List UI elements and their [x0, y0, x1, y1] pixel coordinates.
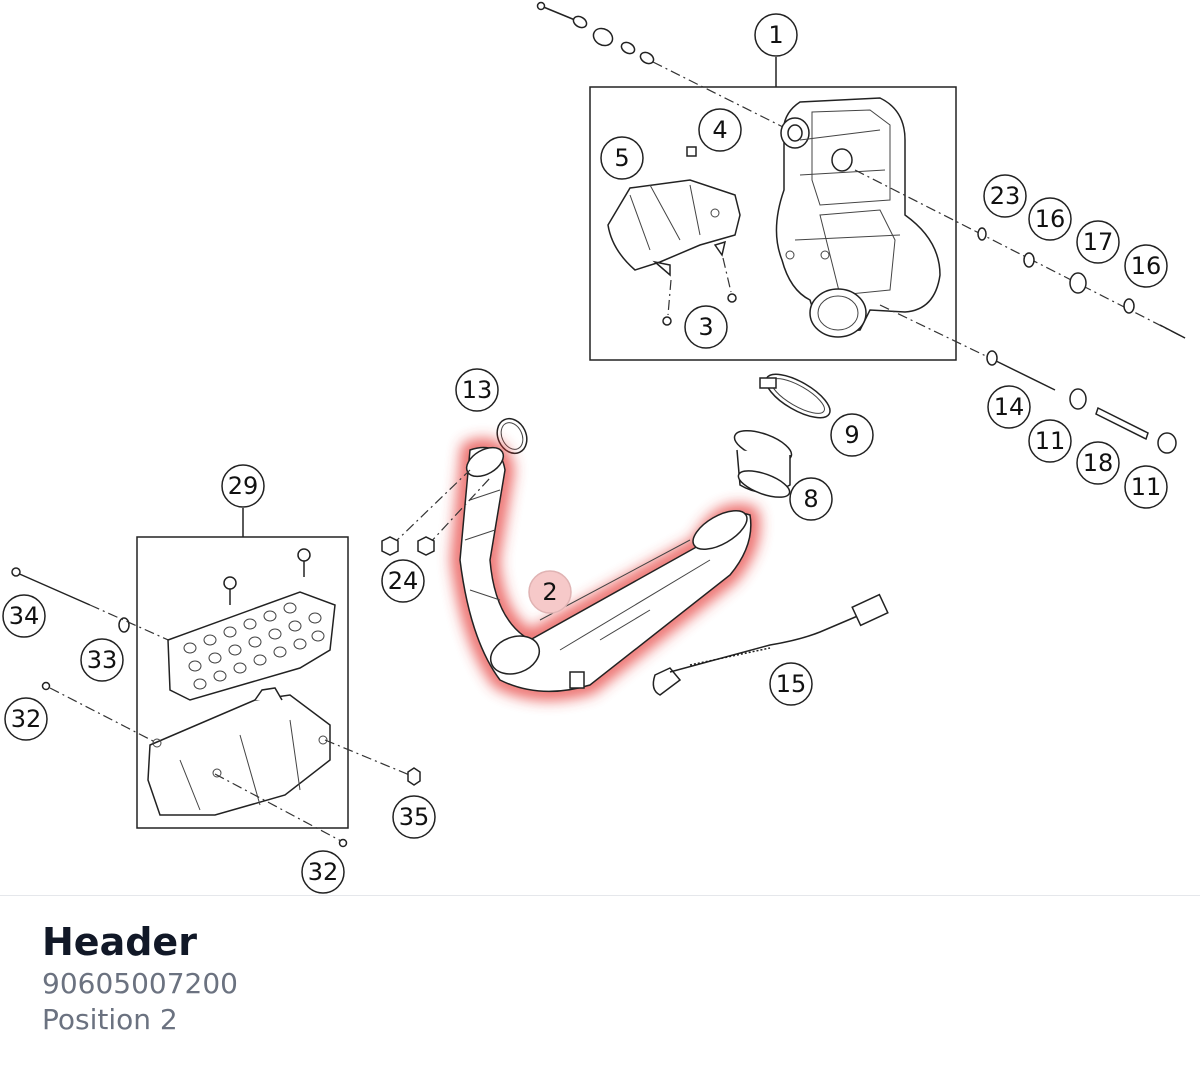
callout-24[interactable]: 24	[381, 559, 425, 603]
exhaust-clamp[interactable]	[759, 366, 836, 426]
callout-32-a[interactable]: 32	[4, 697, 48, 741]
svg-text:11: 11	[1131, 473, 1162, 501]
svg-text:32: 32	[308, 858, 339, 886]
callout-11-b[interactable]: 11	[1124, 465, 1168, 509]
svg-text:8: 8	[803, 485, 818, 513]
callout-13[interactable]: 13	[455, 368, 499, 412]
header-gasket[interactable]	[492, 414, 533, 458]
exhaust-sleeve[interactable]	[731, 424, 796, 502]
callout-3[interactable]: 3	[684, 305, 728, 349]
svg-text:29: 29	[228, 472, 259, 500]
svg-text:33: 33	[87, 646, 118, 674]
callout-4[interactable]: 4	[698, 108, 742, 152]
part-info-panel: Header 90605007200 Position 2	[42, 918, 238, 1038]
svg-text:34: 34	[9, 602, 40, 630]
callout-29[interactable]: 29	[221, 464, 265, 508]
exploded-parts-diagram: 1 2 3 4 5 8 9 11 11 13 14 15 16 16 17 18…	[2, 1, 1186, 894]
svg-text:17: 17	[1083, 228, 1114, 256]
part-number: 90605007200	[42, 967, 238, 1000]
callout-23[interactable]: 23	[983, 174, 1027, 218]
svg-text:35: 35	[399, 803, 430, 831]
muffler-heat-shield[interactable]	[607, 179, 741, 277]
heat-shield-assembly-group	[11, 508, 421, 848]
callout-15[interactable]: 15	[769, 662, 813, 706]
muffler-mount-bolt-set[interactable]	[536, 1, 656, 66]
svg-text:15: 15	[776, 670, 807, 698]
lower-heat-shield[interactable]	[147, 687, 331, 816]
svg-text:32: 32	[11, 705, 42, 733]
heat-shield-screws[interactable]	[662, 257, 737, 326]
part-position: Position 2	[42, 1003, 178, 1036]
svg-text:16: 16	[1131, 252, 1162, 280]
svg-text:4: 4	[712, 116, 727, 144]
svg-text:16: 16	[1035, 205, 1066, 233]
clip-nut[interactable]	[686, 146, 697, 157]
callout-2[interactable]: 2	[528, 570, 572, 614]
callout-16-b[interactable]: 16	[1124, 244, 1168, 288]
header-nuts[interactable]	[381, 469, 491, 556]
long-bolt-and-washer[interactable]	[11, 567, 176, 644]
heat-shield-top-screws[interactable]	[223, 548, 311, 605]
muffler-assembly-group	[536, 1, 1186, 454]
header-pipe-highlight[interactable]	[451, 438, 760, 701]
svg-text:24: 24	[388, 567, 419, 595]
callouts: 1 2 3 4 5 8 9 11 11 13 14 15 16 16 17 18…	[2, 13, 1168, 894]
svg-text:9: 9	[844, 421, 859, 449]
footer-divider	[0, 895, 1200, 896]
callout-34[interactable]: 34	[2, 594, 46, 638]
muffler-body[interactable]	[775, 97, 941, 338]
svg-text:2: 2	[542, 578, 557, 606]
callout-35[interactable]: 35	[392, 795, 436, 839]
callout-32-b[interactable]: 32	[301, 850, 345, 894]
callout-5[interactable]: 5	[600, 136, 644, 180]
callout-18[interactable]: 18	[1076, 441, 1120, 485]
svg-text:5: 5	[614, 144, 629, 172]
callout-14[interactable]: 14	[987, 385, 1031, 429]
callout-1[interactable]: 1	[754, 13, 798, 57]
callout-8[interactable]: 8	[789, 477, 833, 521]
oxygen-sensor[interactable]	[652, 593, 889, 696]
svg-text:11: 11	[1035, 427, 1066, 455]
callout-11-a[interactable]: 11	[1028, 419, 1072, 463]
callout-9[interactable]: 9	[830, 413, 874, 457]
svg-text:3: 3	[698, 313, 713, 341]
svg-text:13: 13	[462, 376, 493, 404]
upper-heat-shield[interactable]	[167, 591, 336, 701]
callout-17[interactable]: 17	[1076, 220, 1120, 264]
svg-text:23: 23	[990, 182, 1021, 210]
svg-text:18: 18	[1083, 449, 1114, 477]
svg-text:14: 14	[994, 393, 1025, 421]
lower-mount-hardware[interactable]	[986, 350, 1177, 454]
part-name: Header	[42, 920, 197, 964]
callout-33[interactable]: 33	[80, 638, 124, 682]
svg-text:1: 1	[768, 21, 783, 49]
muffler-right-hardware[interactable]	[974, 227, 1186, 339]
callout-16-a[interactable]: 16	[1028, 197, 1072, 241]
lower-shield-fasteners[interactable]	[41, 681, 421, 848]
